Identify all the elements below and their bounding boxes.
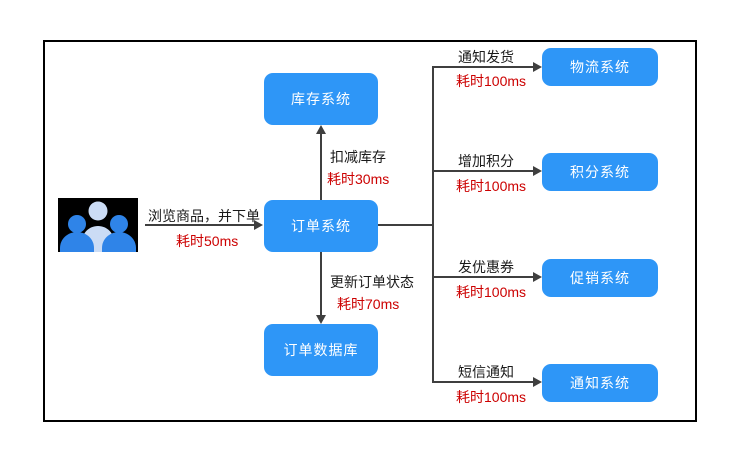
edge-user-to-order-line — [145, 224, 256, 226]
edge-order-to-logistics-line — [432, 66, 533, 68]
users-icon — [58, 198, 138, 252]
edge-order-to-points-action: 增加积分 — [458, 153, 514, 169]
edge-order-to-trunk-line — [378, 224, 434, 226]
edge-order-to-notification-latency: 耗时100ms — [456, 389, 527, 405]
node-inventory-system: 库存系统 — [264, 73, 378, 125]
edge-user-to-order-latency: 耗时50ms — [176, 233, 239, 249]
edge-order-to-database-line — [320, 252, 322, 316]
edge-order-to-notification-line — [432, 381, 533, 383]
edge-order-to-inventory-action: 扣减库存 — [330, 149, 386, 165]
node-logistics-system: 物流系统 — [542, 48, 658, 86]
edge-order-to-points-arrowhead-icon — [533, 166, 542, 176]
edge-order-to-inventory-latency: 耗时30ms — [327, 171, 390, 187]
edge-order-to-logistics-action: 通知发货 — [458, 49, 514, 65]
edge-order-to-promotion-line — [432, 276, 533, 278]
edge-user-to-order-action: 浏览商品，并下单 — [148, 208, 260, 224]
edge-order-to-database-latency: 耗时70ms — [337, 296, 400, 312]
node-points-system: 积分系统 — [542, 153, 658, 191]
edge-order-to-inventory-line — [320, 134, 322, 200]
edge-order-to-promotion-latency: 耗时100ms — [456, 284, 527, 300]
node-order-system: 订单系统 — [264, 200, 378, 252]
edge-order-to-promotion-action: 发优惠券 — [458, 259, 514, 275]
edge-order-to-notification-arrowhead-icon — [533, 377, 542, 387]
edge-user-to-order-arrowhead-icon — [254, 220, 263, 230]
edge-order-to-logistics-latency: 耗时100ms — [456, 73, 527, 89]
edge-order-to-points-line — [432, 170, 533, 172]
edge-order-to-inventory-arrowhead-icon — [316, 125, 326, 134]
edge-order-to-points-latency: 耗时100ms — [456, 178, 527, 194]
diagram-border — [43, 40, 697, 422]
edge-order-to-notification-action: 短信通知 — [458, 364, 514, 380]
node-notification-system: 通知系统 — [542, 364, 658, 402]
edge-order-to-logistics-arrowhead-icon — [533, 62, 542, 72]
fanout-trunk-line — [432, 66, 434, 383]
edge-order-to-promotion-arrowhead-icon — [533, 272, 542, 282]
node-order-database: 订单数据库 — [264, 324, 378, 376]
edge-order-to-database-arrowhead-icon — [316, 315, 326, 324]
edge-order-to-database-action: 更新订单状态 — [330, 274, 414, 290]
node-promotion-system: 促销系统 — [542, 259, 658, 297]
